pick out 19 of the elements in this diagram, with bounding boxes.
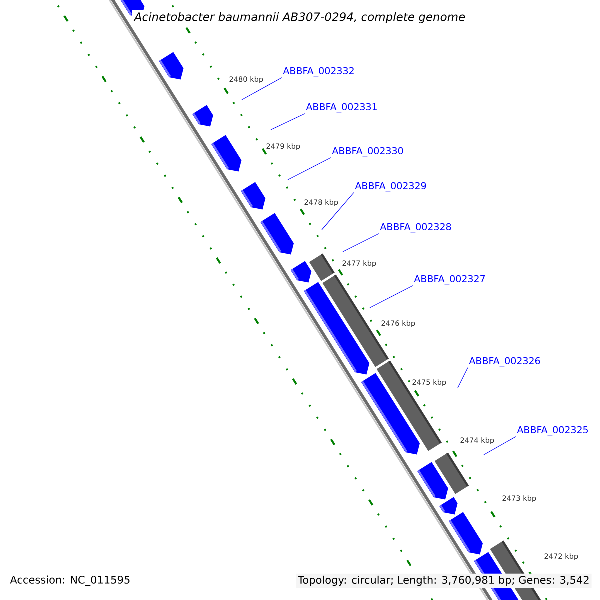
leader-line [270,114,306,130]
leader-line [322,192,354,230]
gene-label: ABBFA_002329 [355,182,426,192]
leader-line [458,368,468,388]
gene-label: ABBFA_002326 [469,357,540,367]
accession-text: Accession: NC_011595 [8,574,133,588]
gene-label: ABBFA_002327 [414,275,486,285]
leader-line [288,158,332,180]
gene-label: ABBFA_002325 [517,426,588,436]
gene-label: ABBFA_002332 [283,67,354,77]
leader-line [342,234,380,252]
gene-label: ABBFA_002331 [306,103,377,113]
gene-label: ABBFA_002330 [332,147,404,157]
genome-info-text: Topology: circular; Length: 3,760,981 bp; Genes: 3,542 [296,574,592,588]
gene-label: ABBFA_002328 [380,223,452,233]
title: Acinetobacter baumannii AB307-0294, complete genome [132,10,468,26]
leader-line [484,436,516,456]
leader-line [242,78,282,100]
leader-line [370,286,414,308]
